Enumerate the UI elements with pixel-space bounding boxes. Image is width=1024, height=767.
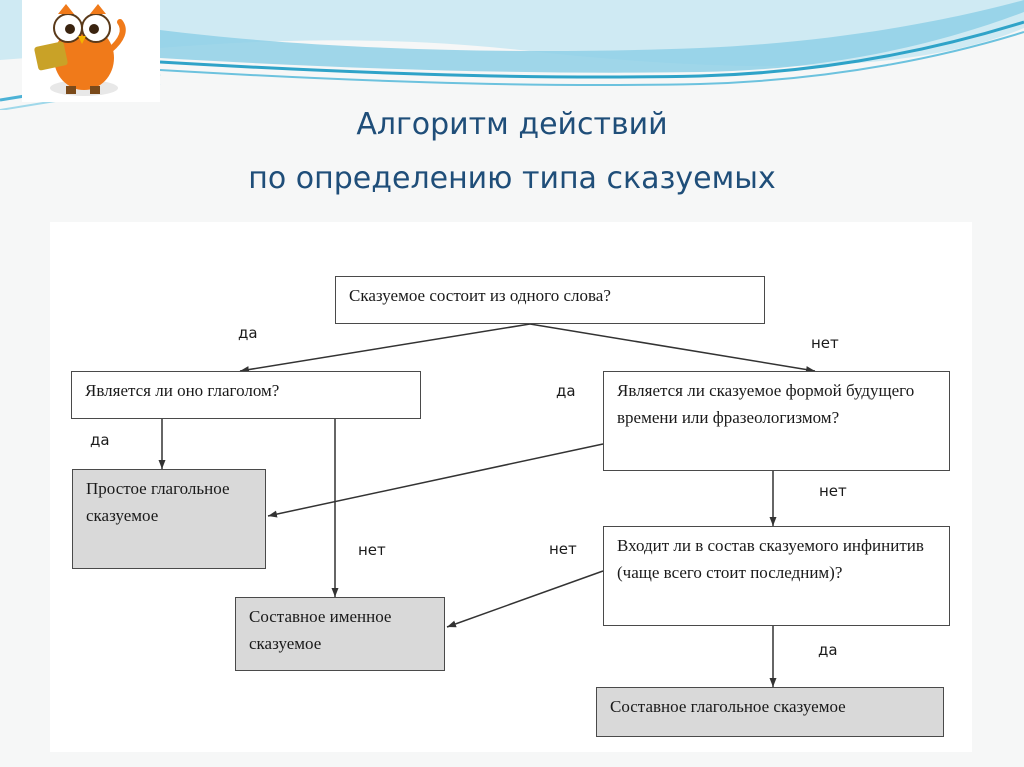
- label-q2-no: нет: [358, 541, 386, 559]
- question-is-verb-text: Является ли оно глаголом?: [85, 381, 280, 400]
- page-title: Алгоритм действий по определению типа ск…: [0, 98, 1024, 206]
- question-future-or-idiom: Является ли сказуемое формой будущего вр…: [603, 371, 950, 471]
- question-contains-infinitive: Входит ли в состав сказуемого инфинитив …: [603, 526, 950, 626]
- result-compound-nominal-predicate-text: Составное именное сказуемое: [249, 607, 392, 653]
- title-line-1: Алгоритм действий: [356, 107, 668, 142]
- owl-reading-book-icon: [34, 4, 126, 96]
- question-contains-infinitive-text: Входит ли в состав сказуемого инфинитив …: [617, 536, 924, 582]
- arrow-q1-to-q3: [529, 323, 816, 373]
- label-q3-yes: да: [556, 382, 576, 400]
- label-q4-yes: да: [818, 641, 838, 659]
- label-q4-no: нет: [549, 540, 577, 558]
- question-single-word-text: Сказуемое состоит из одного слова?: [349, 286, 611, 305]
- label-q2-yes: да: [90, 431, 110, 449]
- result-simple-verbal-predicate: Простое глагольное сказуемое: [72, 469, 266, 569]
- result-simple-verbal-predicate-text: Простое глагольное сказуемое: [86, 479, 230, 525]
- label-q1-no: нет: [811, 334, 839, 352]
- label-q3-no: нет: [819, 482, 847, 500]
- result-compound-verbal-predicate-text: Составное глагольное сказуемое: [610, 697, 846, 716]
- question-future-or-idiom-text: Является ли сказуемое формой будущего вр…: [617, 381, 915, 427]
- question-is-verb: Является ли оно глаголом?: [71, 371, 421, 419]
- result-compound-nominal-predicate: Составное именное сказуемое: [235, 597, 445, 671]
- decorative-waves: [0, 0, 1024, 110]
- arrow-q4-to-nominal: [446, 570, 604, 628]
- label-q1-yes: да: [238, 324, 258, 342]
- title-line-2: по определению типа сказуемых: [248, 161, 776, 196]
- arrow-q1-to-q2: [239, 323, 531, 374]
- result-compound-verbal-predicate: Составное глагольное сказуемое: [596, 687, 944, 737]
- owl-logo: [22, 0, 160, 102]
- question-single-word: Сказуемое состоит из одного слова?: [335, 276, 765, 324]
- arrow-q3-to-simple: [267, 443, 604, 518]
